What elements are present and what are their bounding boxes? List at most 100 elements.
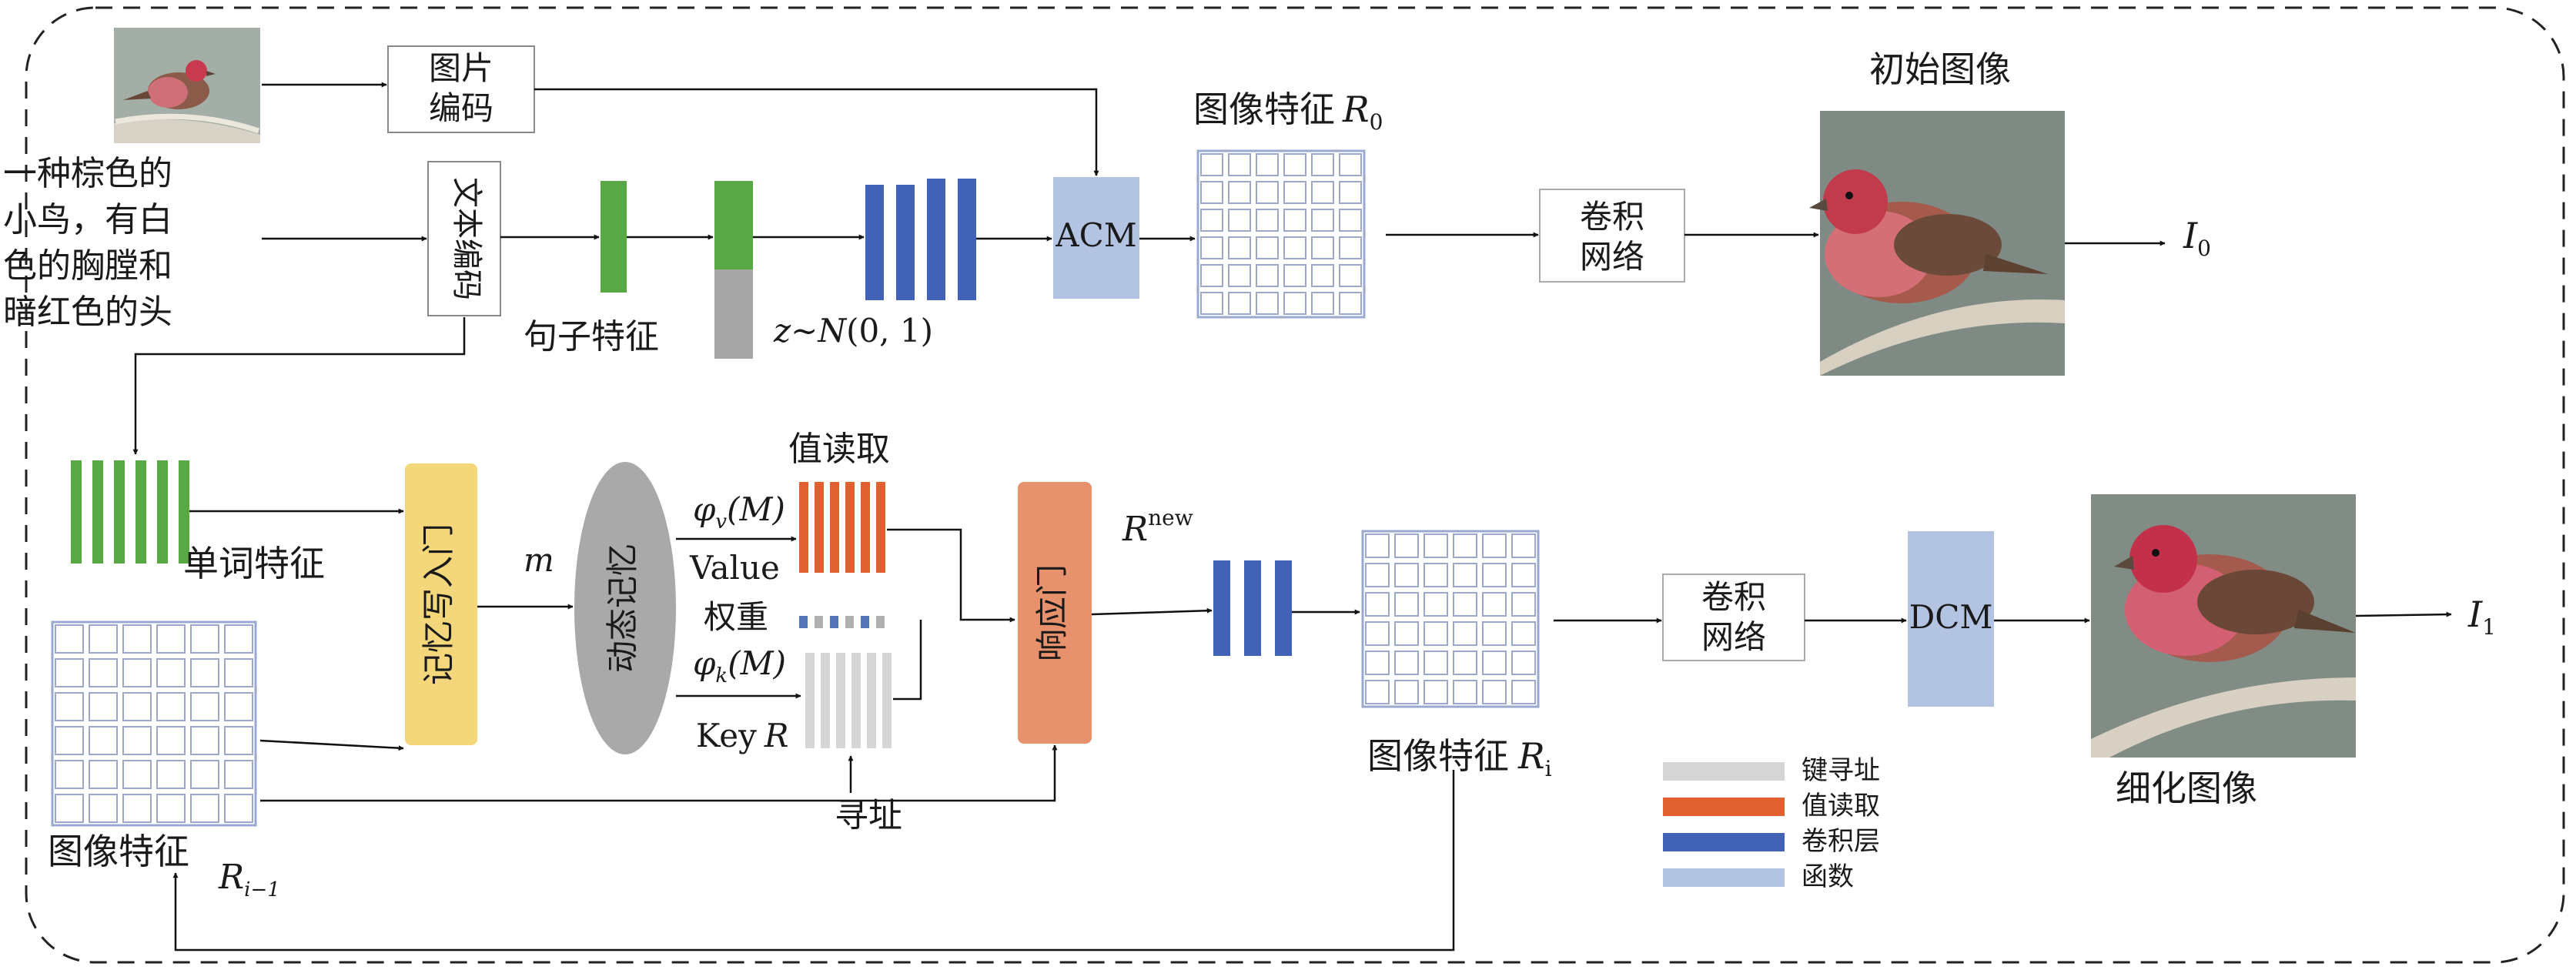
feature-grid-ri xyxy=(1361,530,1540,708)
grid-cell xyxy=(1339,153,1362,176)
grid-cell xyxy=(1365,563,1390,587)
grid-cell xyxy=(1511,563,1536,587)
grid-cell xyxy=(122,658,152,687)
image-encode-label-2: 编码 xyxy=(429,89,493,127)
grid-cell xyxy=(1394,651,1419,675)
grid-cell xyxy=(1423,621,1448,646)
grid-cell xyxy=(1423,680,1448,704)
grid-cell xyxy=(156,760,186,789)
word-feature-bar xyxy=(179,460,189,564)
phi-v-label: φv(M) xyxy=(693,490,785,534)
word-feature-bar xyxy=(114,460,125,564)
bird-photo-small-icon xyxy=(114,28,260,143)
acm-label: ACM xyxy=(1055,216,1136,254)
grid-cell xyxy=(55,726,84,755)
grid-cell xyxy=(1394,563,1419,587)
grid-cell xyxy=(55,692,84,721)
grid-cell xyxy=(122,624,152,654)
conv-network-top-label-1: 卷积 xyxy=(1580,198,1644,236)
rnew-label: Rnew xyxy=(1122,505,1193,549)
grid-cell xyxy=(1283,153,1306,176)
grid-cell xyxy=(1453,621,1477,646)
response-gate-label: 响应门 xyxy=(1033,564,1071,661)
acm-box xyxy=(1053,177,1139,299)
grid-cell xyxy=(1365,680,1390,704)
grid-cell xyxy=(1511,651,1536,675)
grid-cell xyxy=(1394,592,1419,617)
legend-swatch xyxy=(1663,868,1785,887)
conv-network-box-top xyxy=(1539,189,1685,283)
grid-cell xyxy=(1482,680,1507,704)
value-read-label: 值读取 xyxy=(788,430,890,469)
grid-cell xyxy=(1256,181,1279,204)
feature-grid-r0 xyxy=(1196,149,1366,319)
grid-cell xyxy=(1339,264,1362,287)
legend-label: 卷积层 xyxy=(1802,826,1880,857)
text-input-line-4: 暗红色的头 xyxy=(3,293,172,332)
grid-cell xyxy=(1200,181,1223,204)
value-label: Value xyxy=(689,549,780,587)
grid-cell xyxy=(89,658,118,687)
conv-layer-bar xyxy=(1275,560,1292,656)
grid-cell xyxy=(1200,264,1223,287)
grid-cell xyxy=(1511,621,1536,646)
key-bar xyxy=(805,653,815,748)
grid-cell xyxy=(89,624,118,654)
grid-cell xyxy=(1200,209,1223,232)
grid-cell xyxy=(1423,534,1448,558)
conv-network-box-bottom xyxy=(1662,574,1805,661)
key-bar xyxy=(821,653,830,748)
key-bars xyxy=(805,653,892,748)
text-encode-box xyxy=(427,161,501,316)
weight-label: 权重 xyxy=(704,598,768,636)
value-bar xyxy=(861,482,870,573)
dcm-label: DCM xyxy=(1909,598,1993,636)
word-feature-bar xyxy=(157,460,168,564)
grid-cell xyxy=(1453,592,1477,617)
grid-cell xyxy=(1453,680,1477,704)
text-encode-label: 文本编码 xyxy=(449,177,484,300)
grid-cell xyxy=(1228,153,1251,176)
key-bar xyxy=(851,653,861,748)
grid-cell xyxy=(89,726,118,755)
grid-cell xyxy=(190,794,219,823)
grid-cell xyxy=(89,692,118,721)
grid-cell xyxy=(1394,680,1419,704)
key-bar xyxy=(867,653,876,748)
grid-cell xyxy=(1256,153,1279,176)
grid-cell xyxy=(1365,651,1390,675)
value-read-bars xyxy=(799,482,885,573)
conv-layer-bar xyxy=(865,185,884,300)
value-bar xyxy=(876,482,885,573)
grid-cell xyxy=(1283,181,1306,204)
conv-layer-bar xyxy=(958,179,976,300)
conv-layer-bar xyxy=(1244,560,1261,656)
grid-cell xyxy=(122,760,152,789)
grid-cell xyxy=(1339,209,1362,232)
grid-cell xyxy=(224,760,253,789)
conv-layer-bar xyxy=(1213,560,1230,656)
grid-cell xyxy=(156,794,186,823)
grid-cell xyxy=(1311,209,1334,232)
grid-cell xyxy=(1365,534,1390,558)
grid-cell xyxy=(1311,292,1334,315)
grid-cell xyxy=(190,760,219,789)
grid-cell xyxy=(1453,651,1477,675)
grid-cell xyxy=(1482,651,1507,675)
conv-layer-bar xyxy=(896,185,915,300)
weight-ticks xyxy=(799,616,885,628)
grid-cell xyxy=(1453,534,1477,558)
text-input-line-3: 色的胸膛和 xyxy=(3,246,172,286)
grid-cell xyxy=(1423,651,1448,675)
bird-photo-initial-icon xyxy=(1809,111,2065,376)
text-input-line-2: 小鸟，有白 xyxy=(3,200,172,239)
grid-cell xyxy=(1311,264,1334,287)
memory-write-gate-box xyxy=(405,463,477,745)
conv-layers-top xyxy=(865,179,976,300)
outer-frame xyxy=(25,6,2565,964)
conv-network-bottom-label-1: 卷积 xyxy=(1701,578,1766,616)
legend-label: 值读取 xyxy=(1802,791,1880,821)
